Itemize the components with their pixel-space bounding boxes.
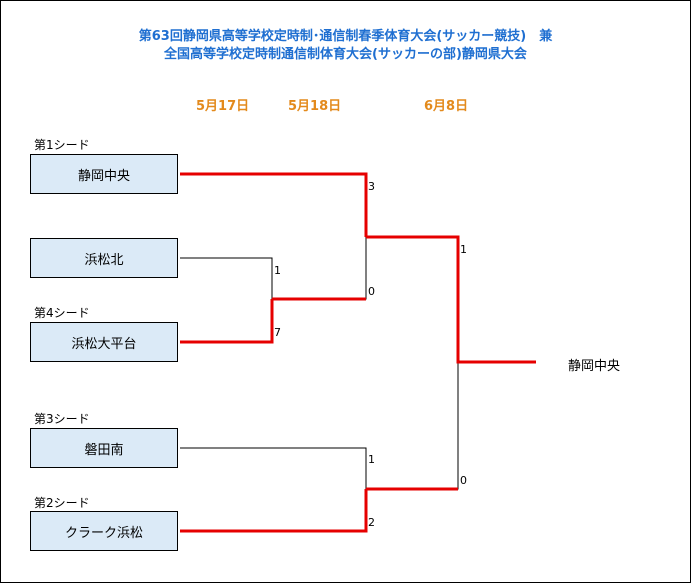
line-final-bottom-loser [366, 362, 459, 490]
team-box-iwata-minami[interactable]: 磐田南 [30, 428, 178, 468]
win-line-shizuokachuo [180, 172, 368, 237]
score-final-shizuokachuo: 1 [460, 243, 467, 256]
tournament-title-line2: 全国高等学校定時制通信制体育大会(サッカーの部)静岡県大会 [164, 47, 527, 62]
team-box-clark-hamamatsu[interactable]: クラーク浜松 [30, 511, 178, 551]
date-final: 6月8日 [424, 99, 469, 114]
win-line-hamamatsuohiradai [180, 299, 274, 344]
score-r2-hamamatsuohiradai: 0 [368, 285, 375, 298]
line-iwatanan [180, 447, 367, 489]
team-name: クラーク浜松 [64, 525, 143, 541]
team-name: 磐田南 [84, 442, 124, 458]
win-line-final-top [366, 235, 536, 364]
score-final-clark: 0 [460, 474, 467, 487]
seed-label-3: 第3シード [34, 412, 90, 426]
team-box-hamamatsu-kita[interactable]: 浜松北 [30, 238, 178, 278]
win-line-clark [180, 489, 368, 533]
tournament-title-line1: 第63回静岡県高等学校定時制･通信制春季体育大会(サッカー競技) 兼 [138, 29, 553, 44]
score-r1-hamamatsukita: 1 [274, 264, 281, 277]
team-name: 浜松大平台 [71, 336, 137, 352]
team-box-hamamatsu-ohiradai[interactable]: 浜松大平台 [30, 322, 178, 362]
seed-label-4: 第4シード [34, 306, 90, 320]
score-r2-clark: 2 [368, 516, 375, 529]
date-round2: 5月18日 [288, 99, 342, 114]
line-hamamatsukita [180, 257, 273, 299]
score-r1-hamamatsuohiradai: 7 [274, 326, 281, 339]
team-name: 静岡中央 [77, 168, 130, 184]
team-box-shizuoka-chuo[interactable]: 静岡中央 [30, 154, 178, 194]
seed-label-1: 第1シード [34, 138, 90, 152]
score-r2-iwatanan: 1 [368, 453, 375, 466]
champion-label: 静岡中央 [568, 359, 621, 374]
seed-label-2: 第2シード [34, 496, 90, 510]
team-name: 浜松北 [84, 252, 124, 268]
date-round1: 5月17日 [196, 99, 250, 114]
line-semifinal-top-loser [272, 237, 367, 300]
score-r2-shizuokachuo: 3 [368, 180, 375, 193]
